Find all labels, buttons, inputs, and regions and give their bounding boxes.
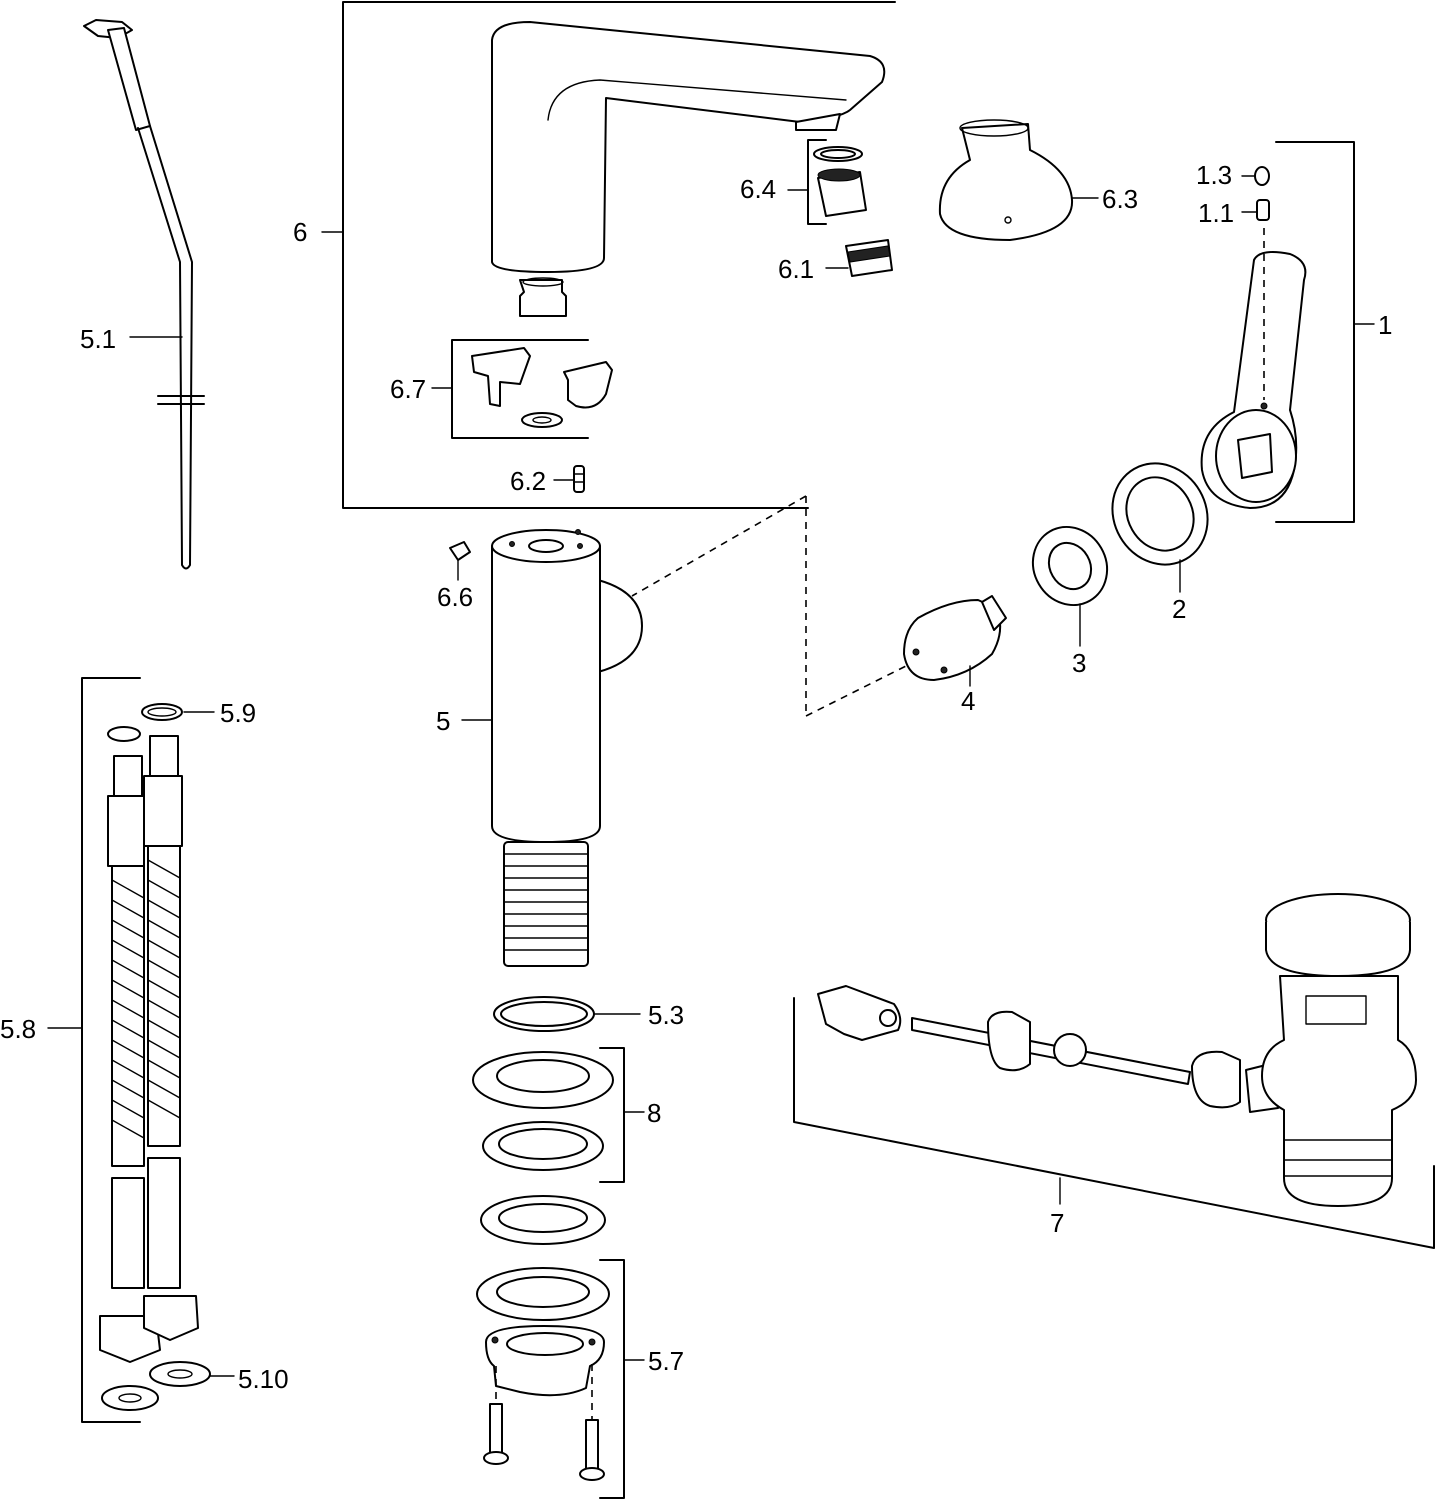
label-6-4: 6.4 (740, 174, 776, 204)
group-6-bracket (321, 1, 896, 509)
part-5-1-rod (83, 19, 205, 570)
label-1-3: 1.3 (1196, 160, 1232, 190)
label-4: 4 (961, 686, 975, 716)
part-7-waste-bracket (793, 997, 1435, 1249)
part-1-1-screw (1241, 199, 1270, 221)
part-6-1-insert (825, 239, 893, 277)
part-8-washers (472, 1047, 645, 1183)
label-6-1: 6.1 (778, 254, 814, 284)
part-5-10-washers (101, 1361, 235, 1411)
part-1-lever (1200, 228, 1307, 509)
projection-lines (631, 495, 911, 717)
part-5-7-fixing-set (476, 1259, 645, 1499)
part-washer (480, 1195, 606, 1245)
part-6-3-cap (938, 119, 1099, 241)
part-5-3-seal (493, 996, 641, 1032)
label-6-6: 6.6 (437, 582, 473, 612)
label-6-3: 6.3 (1102, 184, 1138, 214)
part-1-lever-bracket (1275, 141, 1375, 523)
label-6-7: 6.7 (390, 374, 426, 404)
label-5: 5 (436, 706, 450, 736)
label-7: 7 (1050, 1208, 1064, 1238)
part-2-ring (1111, 462, 1209, 593)
label-5-1: 5.1 (80, 324, 116, 354)
part-6-4-aerator (787, 139, 867, 225)
label-6-2: 6.2 (510, 466, 546, 496)
part-5-body (461, 529, 643, 967)
label-8: 8 (647, 1098, 661, 1128)
label-5-8: 5.8 (0, 1014, 36, 1044)
part-6-2-screw (553, 465, 585, 493)
label-5-9: 5.9 (220, 698, 256, 728)
label-1-1: 1.1 (1198, 198, 1234, 228)
label-5-10: 5.10 (238, 1364, 289, 1394)
part-6-6-screw (449, 541, 471, 581)
label-2: 2 (1172, 594, 1186, 624)
part-7-waste-assembly (817, 893, 1417, 1207)
part-5-9-seal (141, 703, 215, 721)
label-1: 1 (1378, 310, 1392, 340)
part-5-8-hoses (47, 677, 199, 1423)
label-3: 3 (1072, 648, 1086, 678)
label-6: 6 (293, 217, 307, 247)
part-6-7-clamp-set (431, 339, 613, 439)
label-5-7: 5.7 (648, 1346, 684, 1376)
label-5-3: 5.3 (648, 1000, 684, 1030)
part-4-cartridge (903, 595, 1007, 687)
part-6-spout (491, 21, 886, 317)
part-1-3-screw (1241, 166, 1270, 186)
part-3-ring (1031, 525, 1109, 647)
